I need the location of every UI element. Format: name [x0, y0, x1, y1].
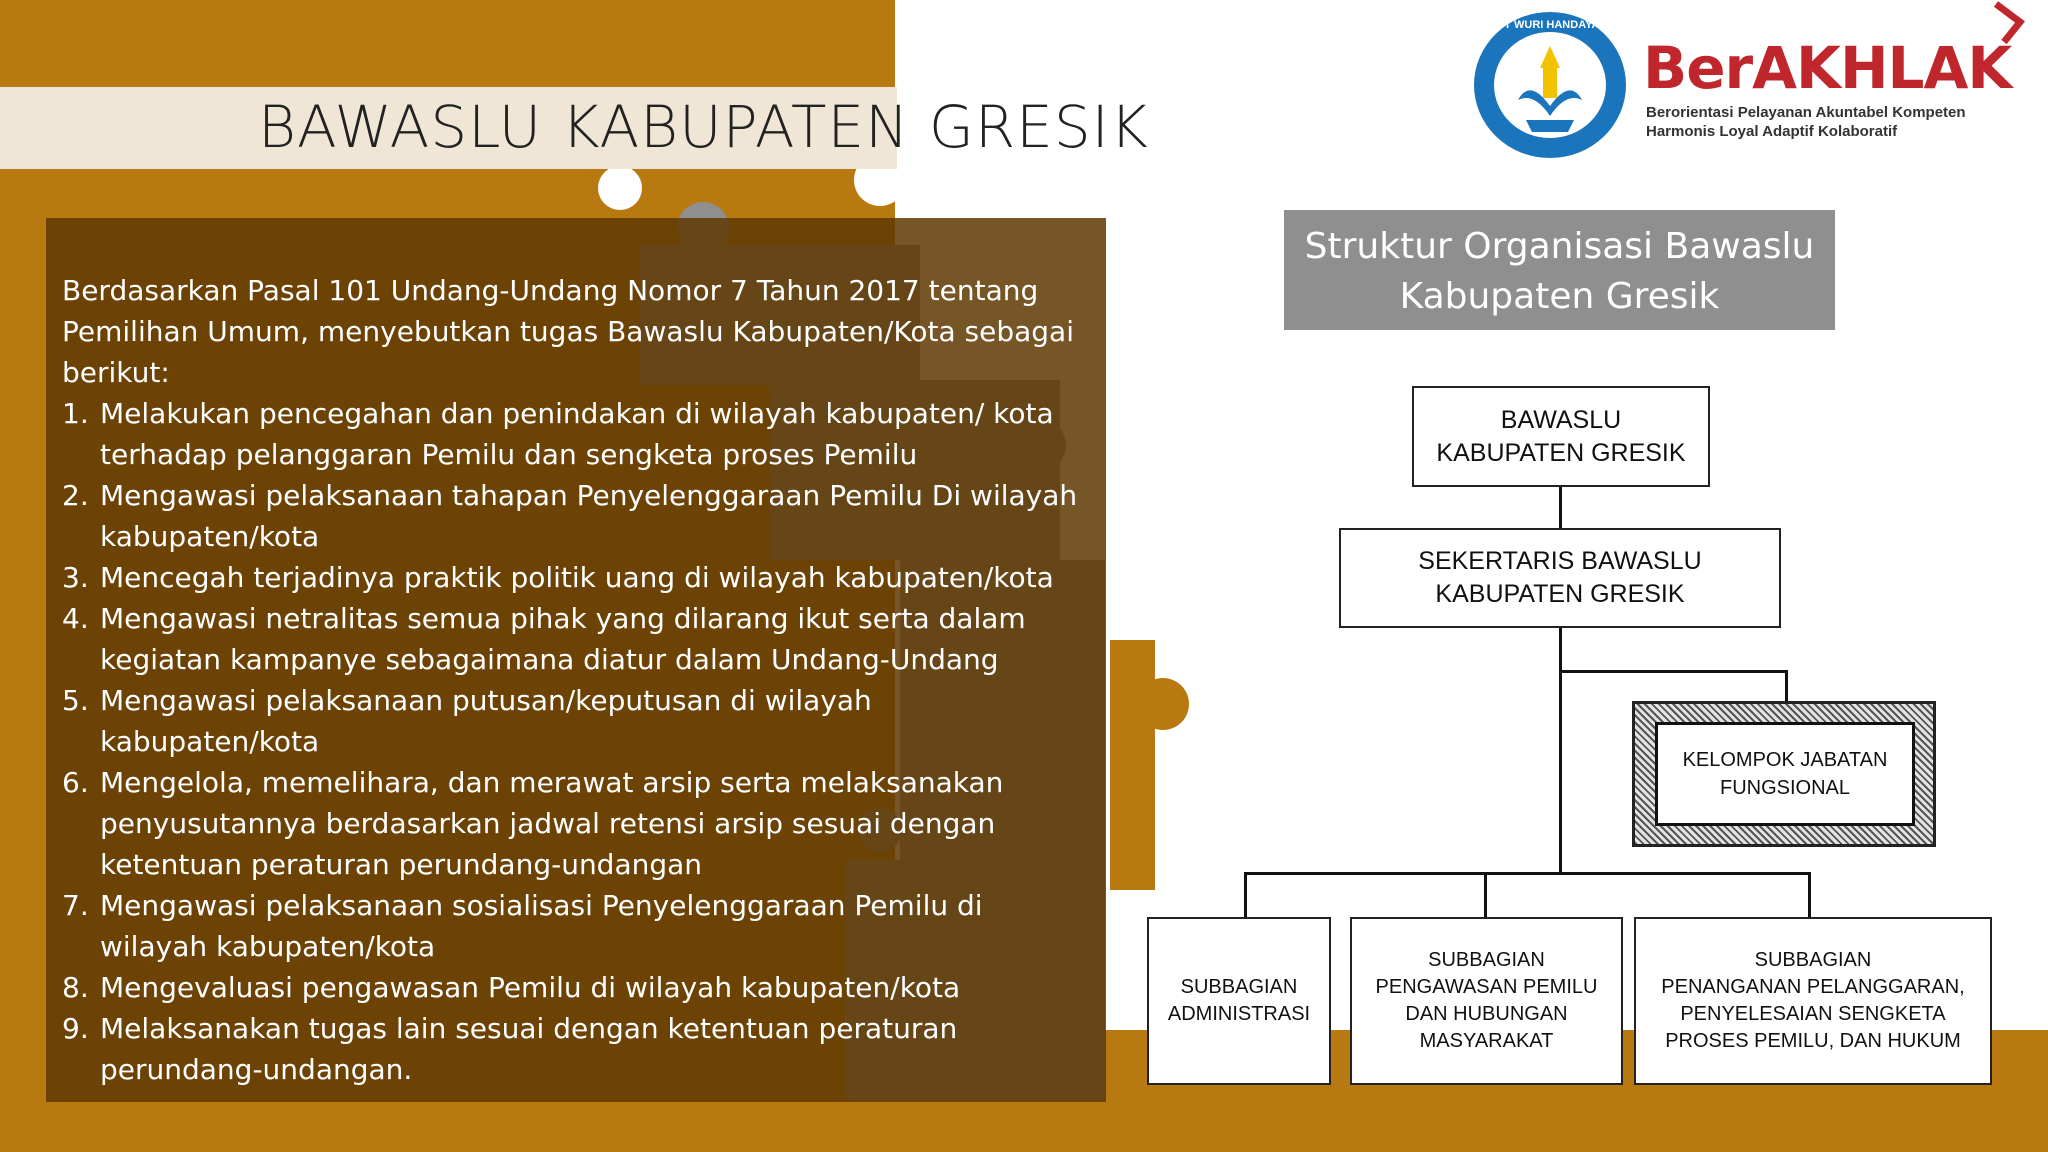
berakhlak-tagline: Berorientasi Pelayanan Akuntabel Kompete…: [1646, 104, 1966, 140]
item-number: 4.: [62, 602, 89, 635]
list-item: 6. Mengelola, memelihara, dan merawat ars…: [62, 762, 1086, 885]
item-text: Mengawasi pelaksanaan putusan/keputusan …: [100, 684, 872, 758]
item-number: 1.: [62, 397, 89, 430]
item-text: Melakukan pencegahan dan penindakan di w…: [100, 397, 1054, 471]
org-box-bawaslu: BAWASLU KABUPATEN GRESIK: [1412, 386, 1710, 487]
connector-line: [1785, 670, 1788, 702]
item-text: Mengevaluasi pengawasan Pemilu di wilaya…: [100, 971, 961, 1004]
list-item: 1. Melakukan pencegahan dan penindakan di…: [62, 393, 1086, 475]
item-number: 6.: [62, 766, 89, 799]
list-item: 4. Mengawasi netralitas semua pihak yang …: [62, 598, 1086, 680]
list-item: 2. Mengawasi pelaksanaan tahapan Penyelen…: [62, 475, 1086, 557]
item-text: Mengawasi pelaksanaan sosialisasi Penyel…: [100, 889, 983, 963]
page-title: BAWASLU KABUPATEN GRESIK: [258, 93, 1149, 161]
list-item: 3. Mencegah terjadinya praktik politik ua…: [62, 557, 1086, 598]
connector-line: [1559, 670, 1787, 673]
list-item: 9. Melaksanakan tugas lain sesuai dengan …: [62, 1008, 1086, 1090]
org-box-subbagian-penanganan: SUBBAGIAN PENANGANAN PELANGGARAN, PENYEL…: [1634, 917, 1992, 1085]
item-number: 8.: [62, 971, 89, 1004]
item-text: Mengawasi netralitas semua pihak yang di…: [100, 602, 1026, 676]
item-text: Melaksanakan tugas lain sesuai dengan ke…: [100, 1012, 958, 1086]
org-box-subbagian-pengawasan: SUBBAGIAN PENGAWASAN PEMILU DAN HUBUNGAN…: [1350, 917, 1623, 1085]
intro-paragraph: Berdasarkan Pasal 101 Undang-Undang Nomo…: [62, 274, 1074, 389]
berakhlak-brand: BerAKHLAK: [1643, 34, 2012, 102]
chevron-right-icon: [1993, 1, 2025, 45]
connector-line: [1244, 872, 1811, 875]
item-number: 9.: [62, 1012, 89, 1045]
duties-text-panel: Berdasarkan Pasal 101 Undang-Undang Nomo…: [46, 218, 1106, 1102]
org-box-functional-group: KELOMPOK JABATAN FUNGSIONAL: [1655, 722, 1915, 826]
connector-line: [1559, 627, 1562, 874]
list-item: 5. Mengawasi pelaksanaan putusan/keputusa…: [62, 680, 1086, 762]
tut-wuri-handayani-emblem-icon: TUT WURI HANDAYANI: [1474, 12, 1626, 158]
org-chart-title: Struktur Organisasi Bawaslu Kabupaten Gr…: [1284, 210, 1835, 330]
item-text: Mencegah terjadinya praktik politik uang…: [100, 561, 1054, 594]
item-number: 3.: [62, 561, 89, 594]
org-box-secretary: SEKERTARIS BAWASLU KABUPATEN GRESIK: [1339, 528, 1781, 628]
connector-line: [1484, 872, 1487, 918]
emblem-text: TUT WURI HANDAYANI: [1490, 19, 1611, 31]
list-item: 7. Mengawasi pelaksanaan sosialisasi Peny…: [62, 885, 1086, 967]
org-box-subbagian-administrasi: SUBBAGIAN ADMINISTRASI: [1147, 917, 1331, 1085]
duties-list: 1. Melakukan pencegahan dan penindakan di…: [62, 393, 1086, 1090]
item-number: 5.: [62, 684, 89, 717]
connector-line: [1244, 872, 1247, 918]
connector-line: [1808, 872, 1811, 918]
item-text: Mengelola, memelihara, dan merawat arsip…: [100, 766, 1004, 881]
item-number: 7.: [62, 889, 89, 922]
item-text: Mengawasi pelaksanaan tahapan Penyelengg…: [100, 479, 1078, 553]
list-item: 8. Mengevaluasi pengawasan Pemilu di wila…: [62, 967, 1086, 1008]
connector-line: [1559, 487, 1562, 529]
item-number: 2.: [62, 479, 89, 512]
